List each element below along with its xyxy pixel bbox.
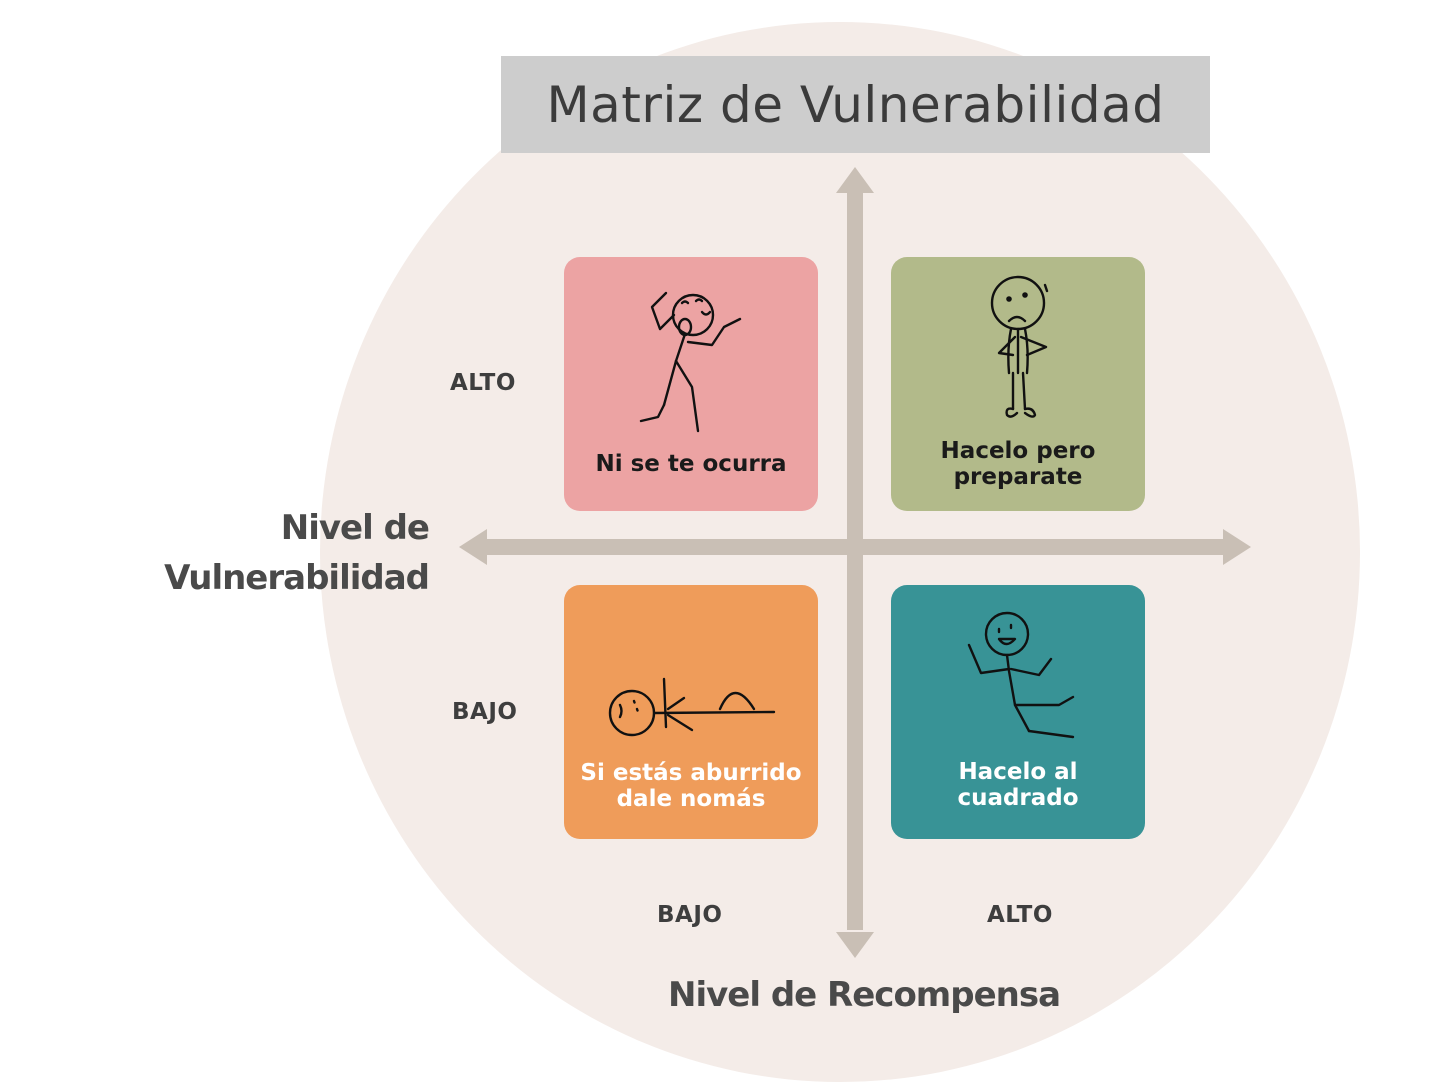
label-line-2: dale nomás: [616, 786, 766, 812]
horizontal-axis-line: [484, 539, 1226, 555]
x-axis-title: Nivel de Recompensa: [668, 975, 1061, 1015]
quadrant-bottom-left: Si estás aburrido dale nomás: [564, 585, 818, 839]
quadrant-label-top-left: Ni se te ocurra: [572, 451, 810, 477]
quadrant-label-bottom-right: Hacelo al cuadrado: [899, 759, 1137, 811]
stick-figure-worried-icon: [990, 275, 1049, 418]
label-line-2: preparate: [953, 464, 1083, 490]
arrow-up-icon: [836, 167, 874, 193]
quadrant-top-right: Hacelo pero preparate: [891, 257, 1145, 511]
y-tick-high: ALTO: [450, 370, 516, 396]
y-axis-title-line-1: Nivel de: [280, 508, 430, 548]
label-line-1: Hacelo al: [958, 759, 1078, 785]
stick-figure-panic-icon: [639, 291, 742, 433]
quadrant-top-left: Ni se te ocurra: [564, 257, 818, 511]
y-tick-low: BAJO: [452, 699, 518, 725]
stick-figure-happy-icon: [967, 611, 1075, 739]
vertical-axis-line: [847, 190, 863, 930]
quadrant-label-bottom-left: Si estás aburrido dale nomás: [572, 760, 810, 812]
title-bar: Matriz de Vulnerabilidad: [501, 56, 1210, 153]
y-axis-title: Nivel de Vulnerabilidad: [164, 503, 430, 603]
arrow-down-icon: [836, 932, 874, 958]
x-tick-low: BAJO: [657, 902, 723, 928]
arrow-left-icon: [459, 529, 487, 565]
quadrant-bottom-right: Hacelo al cuadrado: [891, 585, 1145, 839]
x-tick-high: ALTO: [987, 902, 1053, 928]
label-line-2: cuadrado: [957, 785, 1079, 811]
label-line-1: Si estás aburrido: [580, 760, 802, 786]
stick-figure-lying-icon: [608, 677, 776, 737]
quadrant-label-top-right: Hacelo pero preparate: [899, 438, 1137, 490]
diagram-title: Matriz de Vulnerabilidad: [546, 75, 1165, 134]
label-line-1: Hacelo pero: [940, 438, 1096, 464]
arrow-right-icon: [1223, 529, 1251, 565]
label-line: Ni se te ocurra: [595, 451, 787, 477]
y-axis-title-line-2: Vulnerabilidad: [164, 558, 430, 598]
